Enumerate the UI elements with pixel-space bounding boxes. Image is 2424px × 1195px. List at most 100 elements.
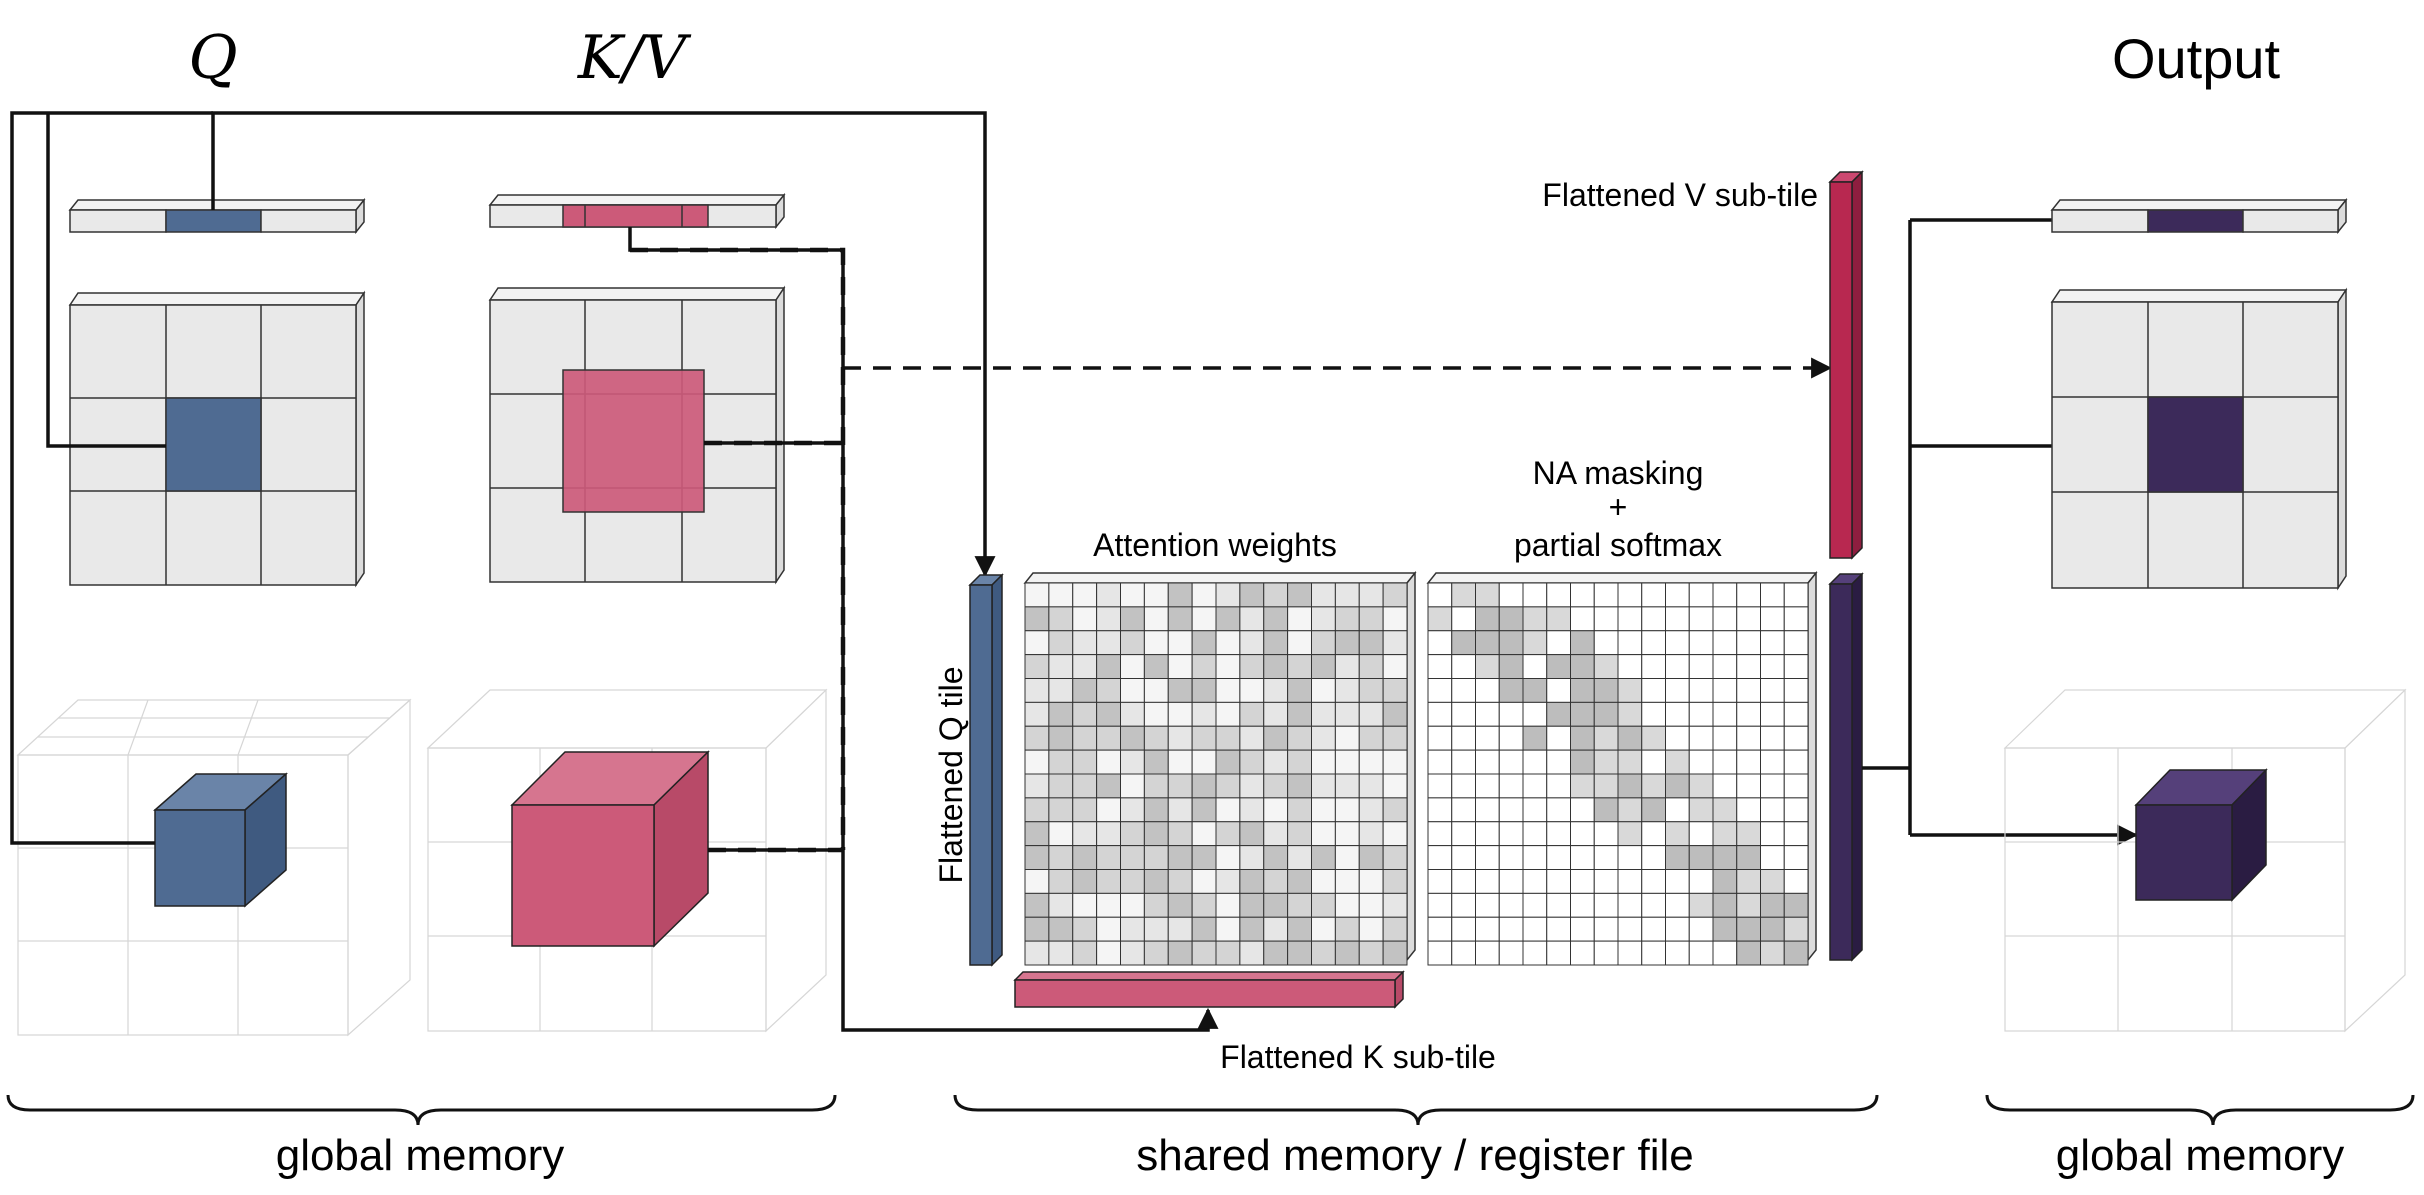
attention-weight-cell bbox=[1287, 940, 1312, 966]
masked-weight-cell bbox=[1665, 892, 1690, 918]
attention-weight-cell bbox=[1096, 749, 1121, 775]
global-memory-left-label: global memory bbox=[276, 1131, 565, 1180]
attention-weight-cell bbox=[1215, 582, 1241, 608]
attention-weight-cell bbox=[1143, 940, 1169, 966]
masked-weight-cell bbox=[1546, 606, 1571, 632]
attention-weight-cell bbox=[1143, 701, 1169, 727]
attention-weight-cell bbox=[1120, 630, 1145, 656]
attention-weight-cell bbox=[1334, 606, 1360, 632]
masked-weight-cell bbox=[1783, 582, 1809, 608]
masked-weight-cell bbox=[1712, 630, 1738, 656]
masked-weight-cell bbox=[1688, 582, 1714, 608]
attention-weight-cell bbox=[1287, 606, 1312, 632]
attention-weight-cell bbox=[1311, 630, 1336, 656]
masked-weight-cell bbox=[1570, 773, 1595, 799]
attention-weight-cell bbox=[1358, 940, 1384, 966]
masked-weight-cell bbox=[1546, 701, 1571, 727]
attention-weight-cell bbox=[1382, 892, 1408, 918]
masked-weight-cell bbox=[1427, 916, 1453, 942]
attention-weight-cell bbox=[1287, 749, 1312, 775]
masked-weight-cell bbox=[1570, 892, 1595, 918]
kv-2d-grid bbox=[488, 285, 786, 585]
masked-weight-cell bbox=[1688, 654, 1714, 679]
attention-weight-cell bbox=[1024, 582, 1050, 608]
masked-weight-cell bbox=[1546, 582, 1571, 608]
attention-weight-cell bbox=[1215, 725, 1241, 751]
masked-weight-cell bbox=[1593, 892, 1619, 918]
attention-weight-cell bbox=[1120, 725, 1145, 751]
masked-weight-cell bbox=[1498, 869, 1524, 894]
attention-weight-cell bbox=[1239, 916, 1265, 942]
attention-weight-cell bbox=[1048, 749, 1074, 775]
attention-weight-cell bbox=[1120, 606, 1145, 632]
masked-weight-cell bbox=[1593, 582, 1619, 608]
attention-weight-cell bbox=[1048, 916, 1074, 942]
attention-weight-cell bbox=[1072, 940, 1098, 966]
masked-weight-cell bbox=[1712, 940, 1738, 966]
masked-weight-cell bbox=[1617, 582, 1643, 608]
masked-weight-cell bbox=[1665, 845, 1690, 870]
masked-weight-cell bbox=[1498, 845, 1524, 870]
attention-weight-cell bbox=[1191, 940, 1217, 966]
masked-weight-cell bbox=[1665, 654, 1690, 679]
masked-weight-cell bbox=[1451, 606, 1476, 632]
masked-weight-cell bbox=[1475, 797, 1500, 823]
attention-weight-cell bbox=[1024, 678, 1050, 703]
masked-weight-cell bbox=[1783, 654, 1809, 679]
masked-weight-cell bbox=[1760, 678, 1785, 703]
attention-weight-cell bbox=[1239, 654, 1265, 679]
masked-weight-cell bbox=[1665, 725, 1690, 751]
attention-weight-cell bbox=[1120, 916, 1145, 942]
masked-weight-cell bbox=[1522, 892, 1548, 918]
attention-weight-cell bbox=[1167, 630, 1193, 656]
attention-weight-cell bbox=[1120, 892, 1145, 918]
masked-weight-cell bbox=[1665, 869, 1690, 894]
masked-weight-cell bbox=[1570, 725, 1595, 751]
masked-weight-cell bbox=[1475, 630, 1500, 656]
attention-weight-cell bbox=[1143, 892, 1169, 918]
attention-weight-cell bbox=[1287, 630, 1312, 656]
masked-weight-cell bbox=[1593, 916, 1619, 942]
attention-weight-cell bbox=[1191, 725, 1217, 751]
masked-weight-cell bbox=[1451, 869, 1476, 894]
attention-weight-cell bbox=[1215, 773, 1241, 799]
attention-weight-cell bbox=[1143, 773, 1169, 799]
attention-weight-cell bbox=[1382, 654, 1408, 679]
masked-weight-cell bbox=[1617, 606, 1643, 632]
attention-weight-cell bbox=[1382, 606, 1408, 632]
kv-dashed-lines bbox=[630, 247, 1833, 853]
masked-weight-cell bbox=[1617, 940, 1643, 966]
masked-weight-cell bbox=[1522, 606, 1548, 632]
masked-weight-cell bbox=[1617, 869, 1643, 894]
masked-weight-cell bbox=[1688, 821, 1714, 847]
masked-weight-cell bbox=[1712, 725, 1738, 751]
masked-weight-cell bbox=[1712, 916, 1738, 942]
attention-weight-cell bbox=[1096, 892, 1121, 918]
masked-weight-cell bbox=[1617, 678, 1643, 703]
masked-weight-cell bbox=[1451, 582, 1476, 608]
masked-weight-cell bbox=[1570, 940, 1595, 966]
masked-weight-cell bbox=[1522, 654, 1548, 679]
flattened-k-subtile-bar bbox=[1013, 970, 1405, 1009]
masked-weight-cell bbox=[1570, 606, 1595, 632]
attention-weight-cell bbox=[1263, 701, 1289, 727]
masked-weight-cell bbox=[1712, 845, 1738, 870]
masked-weight-cell bbox=[1427, 630, 1453, 656]
attention-weight-cell bbox=[1263, 821, 1289, 847]
masked-weight-cell bbox=[1760, 630, 1785, 656]
masked-weight-cell bbox=[1570, 797, 1595, 823]
attention-weight-cell bbox=[1143, 797, 1169, 823]
output-3d-cube bbox=[2134, 768, 2268, 902]
na-masking-label-line3: partial softmax bbox=[1514, 527, 1722, 563]
attention-weight-cell bbox=[1024, 797, 1050, 823]
masked-weight-cell bbox=[1783, 821, 1809, 847]
attention-weight-cell bbox=[1120, 797, 1145, 823]
masked-weight-cell bbox=[1617, 797, 1643, 823]
attention-weight-cell bbox=[1358, 892, 1384, 918]
attention-weight-cell bbox=[1311, 845, 1336, 870]
attention-weight-cell bbox=[1334, 869, 1360, 894]
attention-weight-cell bbox=[1215, 797, 1241, 823]
attention-weight-cell bbox=[1120, 773, 1145, 799]
attention-weight-cell bbox=[1334, 916, 1360, 942]
attention-weight-cell bbox=[1334, 940, 1360, 966]
